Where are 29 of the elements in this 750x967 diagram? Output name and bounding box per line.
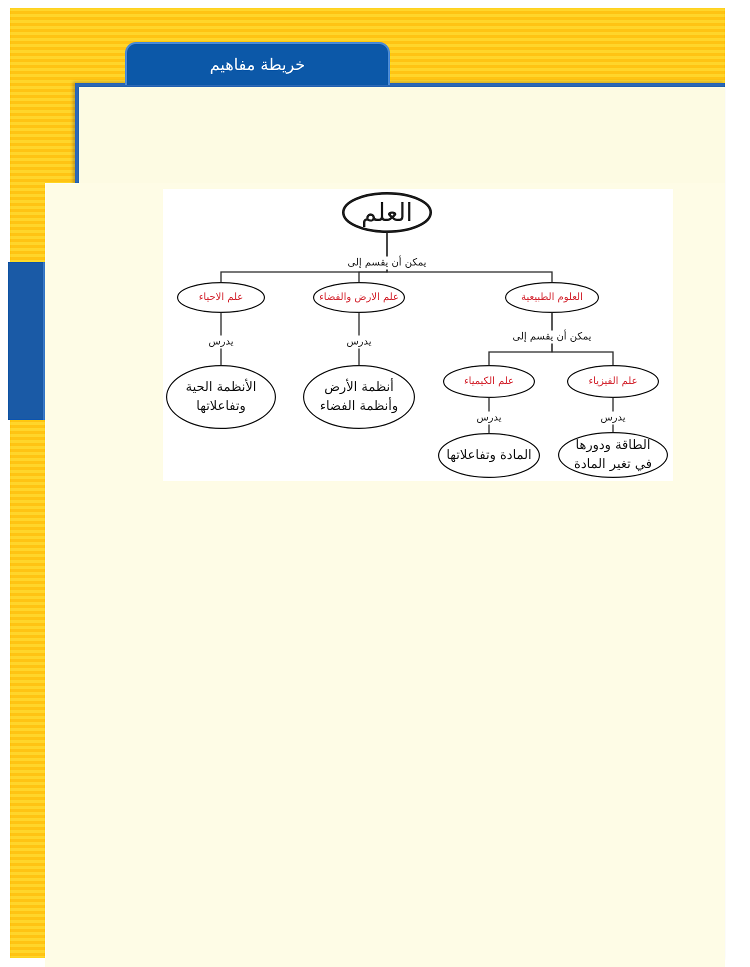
concept-ellipse — [567, 365, 659, 398]
concept-label: علم الاحياء — [198, 291, 244, 304]
concept-label: علم الارض والفضاء — [319, 291, 399, 304]
edge-label: يمكن أن يقسم إلى — [346, 256, 428, 270]
concept-ellipse — [558, 432, 668, 478]
concept-label: علم الكيمياء — [464, 375, 514, 388]
connector-line — [220, 233, 388, 282]
edge-label: يدرس — [598, 412, 628, 424]
concept-ellipse — [443, 365, 535, 398]
edge-label: يمكن أن يقسم إلى — [510, 330, 594, 344]
edge-label: يدرس — [474, 412, 504, 424]
concept-label: أنظمة الأرض وأنظمة الفضاء — [318, 378, 400, 416]
concept-label: العلوم الطبيعية — [521, 291, 583, 304]
concept-ellipse — [438, 433, 540, 478]
concept-ellipse — [177, 282, 265, 313]
concept-ellipse — [303, 365, 415, 429]
tab-title: خريطة مفاهيم — [210, 55, 306, 74]
concept-label: الأنظمة الحية وتفاعلاتها — [184, 378, 258, 416]
concept-label: الطاقة ودورها في تغير المادة — [573, 437, 653, 474]
concept-ellipse — [313, 282, 405, 313]
concept-ellipse — [505, 282, 599, 313]
concept-label: العلم — [361, 198, 413, 228]
edge-label: يدرس — [206, 336, 236, 348]
concept-ellipse — [166, 365, 276, 429]
concept-label: المادة وتفاعلاتها — [446, 447, 532, 465]
edge-label: يدرس — [344, 336, 374, 348]
concept-label: علم الفيزياء — [588, 375, 638, 388]
concept-ellipse — [342, 192, 432, 233]
connector-line — [488, 313, 553, 365]
